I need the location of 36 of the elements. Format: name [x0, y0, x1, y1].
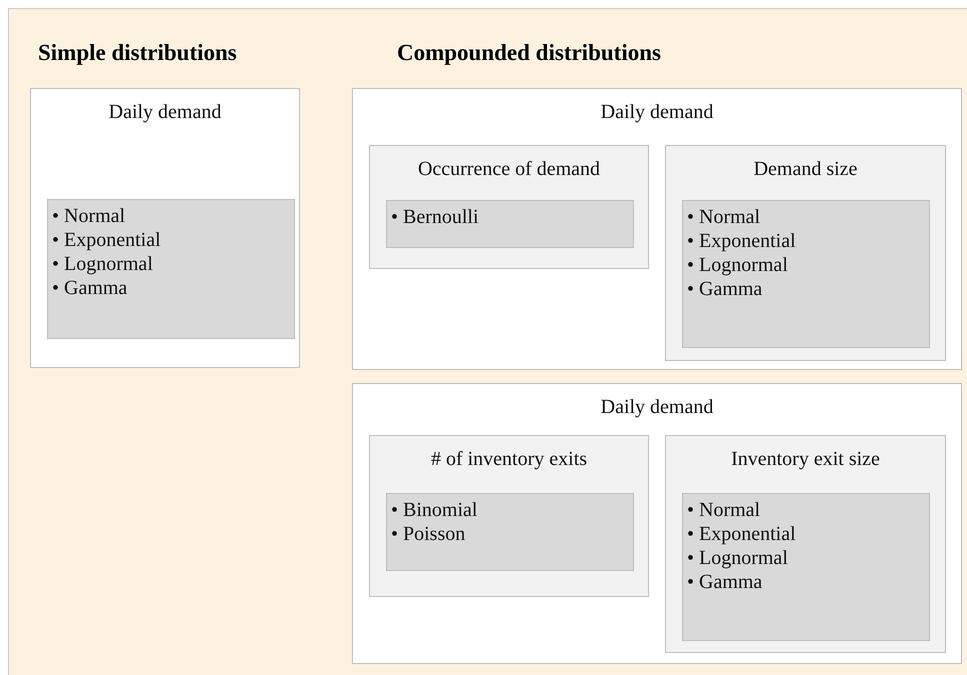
- panel: [352, 383, 962, 664]
- list-item: • Lognormal: [687, 546, 789, 570]
- list-box: [386, 200, 634, 248]
- group-panel: [369, 435, 649, 597]
- list-item: • Exponential: [52, 228, 162, 252]
- list-box: [682, 493, 930, 641]
- column-heading: Compounded distributions: [397, 39, 661, 67]
- list-item: • Gamma: [687, 570, 764, 594]
- list-item: • Normal: [687, 498, 762, 522]
- list-box: [47, 199, 295, 339]
- panel: [30, 88, 300, 368]
- panel-heading: Daily demand: [108, 100, 222, 125]
- panel-heading: Daily demand: [600, 100, 714, 125]
- list-item: • Lognormal: [52, 252, 154, 276]
- list-item: • Gamma: [687, 277, 764, 301]
- list-item: • Exponential: [687, 522, 797, 546]
- group-panel: [665, 145, 946, 361]
- group-panel: [665, 435, 946, 653]
- group-panel: [369, 145, 649, 269]
- list-item: • Normal: [52, 204, 126, 228]
- list-item: • Exponential: [687, 229, 797, 253]
- list-item: • Bernoulli: [391, 205, 480, 229]
- panel-heading: Daily demand: [600, 395, 714, 420]
- list-box: [386, 493, 634, 571]
- list-item: • Normal: [687, 205, 762, 229]
- panel-heading: Inventory exit size: [731, 447, 880, 472]
- list-item: • Lognormal: [687, 253, 789, 277]
- list-item: • Binomial: [391, 498, 478, 522]
- panel-heading: # of inventory exits: [430, 447, 588, 472]
- list-item: • Gamma: [52, 276, 128, 300]
- panel-heading: Occurrence of demand: [418, 157, 600, 182]
- panel-heading: Demand size: [754, 157, 858, 182]
- panel: [352, 88, 962, 370]
- column-heading: Simple distributions: [38, 39, 237, 67]
- list-box: [682, 200, 930, 348]
- list-item: • Poisson: [391, 522, 466, 546]
